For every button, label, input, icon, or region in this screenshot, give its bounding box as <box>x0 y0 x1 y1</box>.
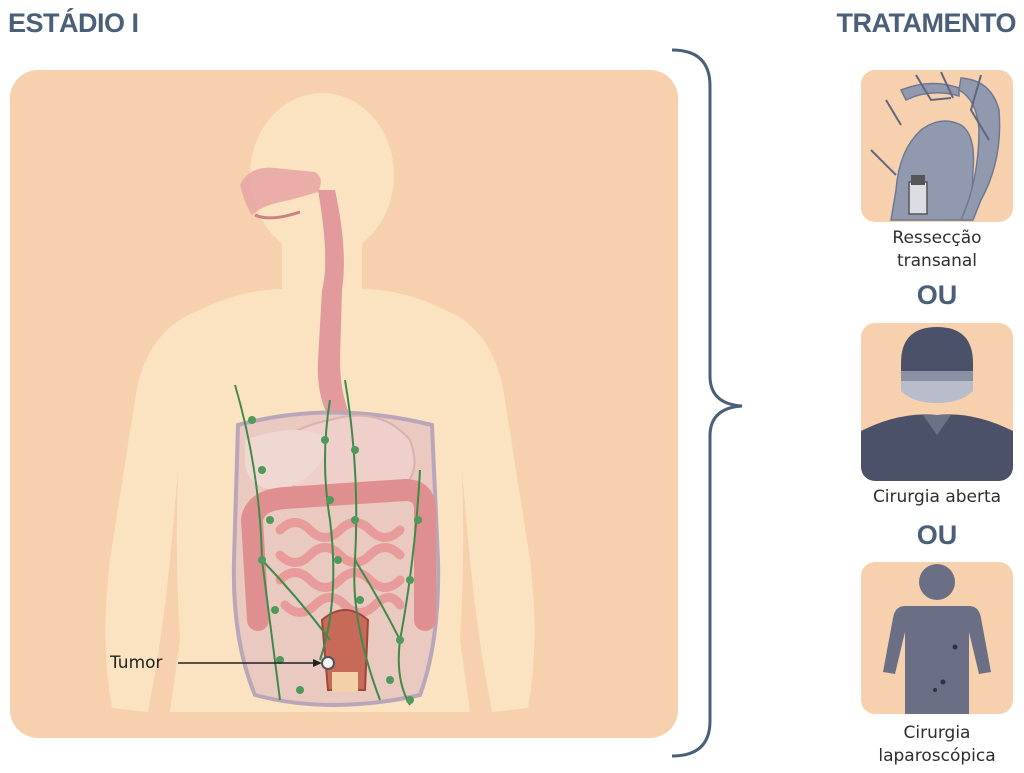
tumor-marker <box>321 656 335 670</box>
surgeon-icon <box>861 327 1013 481</box>
transanal-resection-caption: Ressecção transanal <box>847 227 1024 273</box>
lymph-nodes <box>248 416 422 704</box>
rectum <box>320 609 370 691</box>
caption-line: transanal <box>896 251 978 271</box>
caption-line: laparoscópica <box>878 746 996 766</box>
liver <box>245 430 330 490</box>
small-intestine <box>275 518 405 617</box>
open-surgery-caption: Cirurgia aberta <box>872 487 1002 507</box>
open-surgery-card <box>861 323 1013 481</box>
or-separator: OU <box>916 520 958 550</box>
colon <box>240 478 436 631</box>
laparoscopic-card <box>861 562 1013 714</box>
stage-title: ESTÁDIO I <box>8 8 139 38</box>
laparoscopic-caption: Cirurgia laparoscópica <box>847 722 1024 768</box>
or-separator: OU <box>916 280 958 310</box>
transanal-resection-icon <box>870 71 1001 221</box>
esophagus <box>317 190 352 420</box>
lymph-vessels <box>234 379 421 706</box>
oral-cavity <box>240 167 321 215</box>
caption-line: Cirurgia <box>903 723 971 743</box>
tumor-label: Tumor <box>110 653 163 673</box>
caption-line: Ressecção <box>892 228 982 248</box>
curly-brace <box>671 48 743 758</box>
transanal-resection-card <box>861 70 1013 222</box>
laparoscopic-body-icon <box>883 564 991 714</box>
treatment-title: TRATAMENTO <box>836 8 1017 38</box>
